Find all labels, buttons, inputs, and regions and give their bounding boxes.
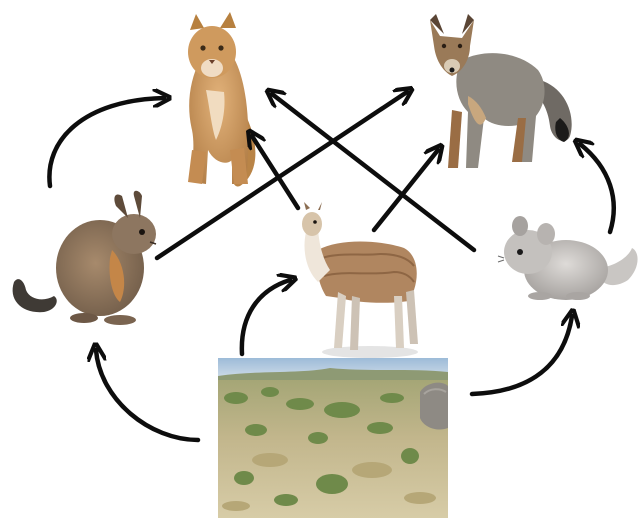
arrow-shrubland-to-guanaco [242,280,290,354]
fox-icon [430,14,572,168]
viscacha-icon [13,191,156,325]
guanaco-icon [302,202,418,358]
arrow-shrubland-to-viscacha [96,350,198,440]
arrow-guanaco-to-puma [252,136,298,208]
arrow-shrubland-to-chinchilla [472,316,572,394]
arrow-viscacha-to-puma [49,98,164,186]
grassland-photo [218,358,448,518]
arrow-guanaco-to-fox [374,150,438,230]
puma-icon [188,12,251,184]
arrow-chinchilla-to-fox [580,144,614,232]
chinchilla-icon [498,216,638,300]
